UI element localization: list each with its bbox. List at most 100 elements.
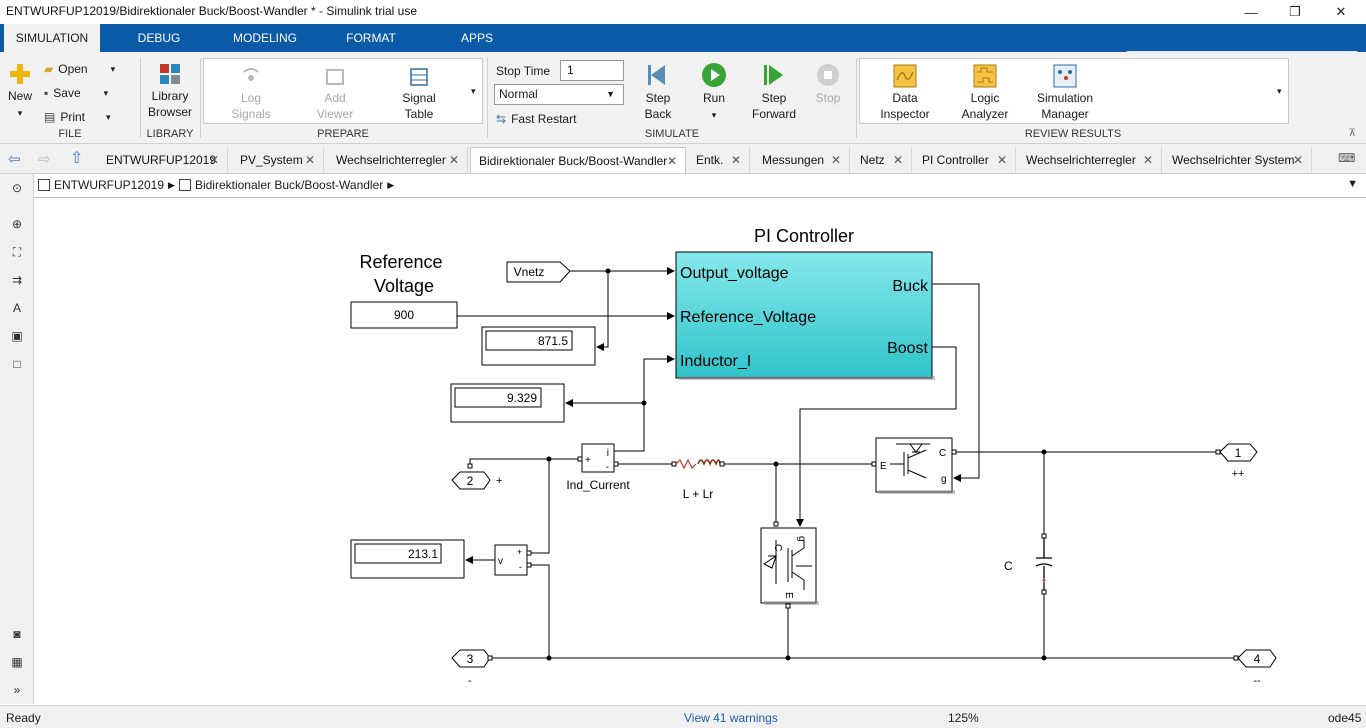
up-arrow-icon[interactable]: ⇧ — [70, 150, 84, 167]
voltage-measurement-block[interactable] — [494, 544, 528, 576]
warnings-link[interactable]: View 41 warnings — [684, 711, 778, 725]
add-viewer-button[interactable]: Add Viewer — [309, 66, 361, 122]
maximize-button[interactable]: ❐ — [1289, 4, 1301, 19]
current-measurement-block[interactable] — [581, 443, 615, 473]
close-icon[interactable]: ✕ — [304, 153, 315, 167]
data-inspector-icon — [893, 64, 917, 88]
port-connector — [871, 461, 877, 467]
model-tab[interactable]: Entk.✕ — [688, 147, 750, 173]
image-icon[interactable]: ▣ — [11, 329, 23, 343]
zoom-icon[interactable]: ⊕ — [11, 217, 23, 231]
signal-table-button[interactable]: Signal Table — [393, 66, 445, 122]
close-icon[interactable]: ✕ — [892, 153, 903, 167]
collapse-ribbon-icon[interactable]: ⊼ — [1348, 128, 1356, 139]
port-2-block[interactable] — [451, 471, 491, 490]
tab-list-icon[interactable]: ⌨ — [1338, 151, 1356, 165]
port-connector — [1041, 589, 1047, 595]
arrow-icon[interactable]: ⇉ — [11, 273, 23, 287]
minimize-button[interactable]: — — [1244, 4, 1258, 20]
model-tab[interactable]: PI Controller✕ — [914, 147, 1016, 173]
fast-restart-button[interactable]: ⇆Fast Restart — [496, 112, 576, 126]
port-1-label: 1 — [1235, 446, 1242, 460]
close-icon[interactable]: ✕ — [996, 153, 1007, 167]
vnetz-label: Vnetz — [514, 265, 545, 279]
property-inspector-icon[interactable]: ▦ — [11, 655, 23, 669]
open-button[interactable]: ▰Open▾ — [44, 62, 116, 76]
breadcrumb-model[interactable]: ENTWURFUP12019 — [54, 178, 165, 192]
new-button[interactable]: New▾ — [4, 62, 36, 121]
model-canvas[interactable]: PI Controller Output_voltage Reference_V… — [35, 199, 1366, 704]
annotation-icon[interactable]: A — [12, 301, 21, 315]
simulation-manager-button[interactable]: Simulation Manager — [1027, 64, 1103, 122]
close-icon[interactable]: ✕ — [730, 153, 741, 167]
model-tab-active[interactable]: Bidirektionaler Buck/Boost-Wandler✕ — [470, 147, 686, 173]
log-signals-label: Log Signals — [231, 91, 271, 121]
close-icon[interactable]: ✕ — [1142, 153, 1153, 167]
gallery-expand-icon[interactable]: ▾ — [471, 86, 476, 96]
port-1-block[interactable] — [1219, 443, 1258, 462]
close-icon[interactable]: ✕ — [1292, 153, 1303, 167]
signal-line — [596, 271, 609, 351]
model-tab[interactable]: Wechselrichterregler✕ — [1018, 147, 1162, 173]
tab-debug[interactable]: DEBUG — [137, 31, 181, 45]
library-browser-button[interactable]: Library Browser — [145, 62, 195, 120]
resistor-icon — [675, 458, 697, 470]
pi-controller-block[interactable] — [675, 251, 933, 379]
add-viewer-label: Add Viewer — [316, 91, 354, 121]
hide-show-icon[interactable]: ⊙ — [11, 181, 23, 195]
close-icon[interactable]: ✕ — [208, 153, 219, 167]
step-back-button[interactable]: Step Back — [636, 62, 680, 122]
camera-icon[interactable]: ◙ — [13, 627, 21, 641]
close-icon[interactable]: ✕ — [830, 153, 841, 167]
breadcrumb-dropdown-icon[interactable]: ▼ — [1347, 178, 1358, 190]
back-arrow-icon[interactable]: ⇦ — [8, 151, 21, 168]
model-tab[interactable]: Wechselrichterregler✕ — [328, 147, 468, 173]
simulate-group-label: SIMULATE — [644, 128, 700, 140]
review-expand-icon[interactable]: ▾ — [1277, 86, 1282, 96]
voltage-measurement-v: v — [498, 556, 503, 567]
port-connector — [773, 521, 779, 527]
file-group-label: FILE — [58, 128, 82, 140]
pi-input-reference-voltage: Reference_Voltage — [680, 309, 816, 326]
stop-time-input[interactable]: 1 — [560, 60, 624, 81]
pi-output-boost: Boost — [887, 340, 928, 357]
tab-modeling[interactable]: MODELING — [232, 31, 297, 45]
tab-apps[interactable]: APPS — [460, 31, 493, 45]
port-4-block[interactable] — [1237, 649, 1277, 668]
breadcrumb-subsystem[interactable]: Bidirektionaler Buck/Boost-Wandler — [194, 178, 384, 192]
simulation-mode-select[interactable]: Normal▼ — [494, 84, 624, 105]
model-tab[interactable]: PV_System✕ — [232, 147, 324, 173]
capacitor-icon[interactable] — [1035, 538, 1053, 590]
tab-simulation[interactable]: SIMULATION — [4, 24, 100, 52]
model-tab[interactable]: Netz✕ — [852, 147, 912, 173]
solver-name[interactable]: ode45 — [1328, 711, 1362, 725]
vnetz-from-block[interactable] — [506, 261, 571, 283]
fit-view-icon[interactable]: ⛶ — [12, 244, 22, 259]
print-button[interactable]: ▤Print▾ — [44, 110, 111, 124]
step-forward-button[interactable]: Step Forward — [750, 62, 798, 122]
close-icon[interactable]: ✕ — [448, 153, 459, 167]
area-icon[interactable]: □ — [13, 357, 21, 371]
close-icon[interactable]: ✕ — [666, 153, 677, 168]
tab-format[interactable]: FORMAT — [346, 31, 396, 45]
model-tab[interactable]: Wechselrichter System✕ — [1164, 147, 1312, 173]
data-inspector-button[interactable]: Data Inspector — [873, 64, 937, 122]
printer-icon: ▤ — [44, 110, 56, 124]
close-button[interactable]: ✕ — [1335, 4, 1347, 19]
reference-constant-block[interactable] — [350, 301, 458, 329]
subsystem-icon — [178, 179, 191, 191]
forward-arrow-icon[interactable]: ⇨ — [38, 151, 51, 168]
stop-time-label: Stop Time — [496, 64, 551, 78]
log-signals-button[interactable]: Log Signals — [225, 66, 277, 122]
expand-panel-icon[interactable]: » — [13, 683, 21, 697]
logic-analyzer-button[interactable]: Logic Analyzer — [953, 64, 1017, 122]
model-tab[interactable]: ENTWURFUP12019✕ — [98, 147, 228, 173]
model-tab-label: ENTWURFUP12019 — [106, 153, 217, 167]
stop-button[interactable]: Stop — [810, 62, 846, 106]
inductor-icon[interactable] — [697, 459, 721, 466]
save-button[interactable]: ▪Save▾ — [44, 86, 109, 100]
buck-igbt-block[interactable] — [875, 437, 953, 493]
model-tab[interactable]: Messungen✕ — [754, 147, 850, 173]
run-button[interactable]: Run▾ — [692, 62, 736, 123]
port-4-sign: -- — [1253, 675, 1261, 687]
